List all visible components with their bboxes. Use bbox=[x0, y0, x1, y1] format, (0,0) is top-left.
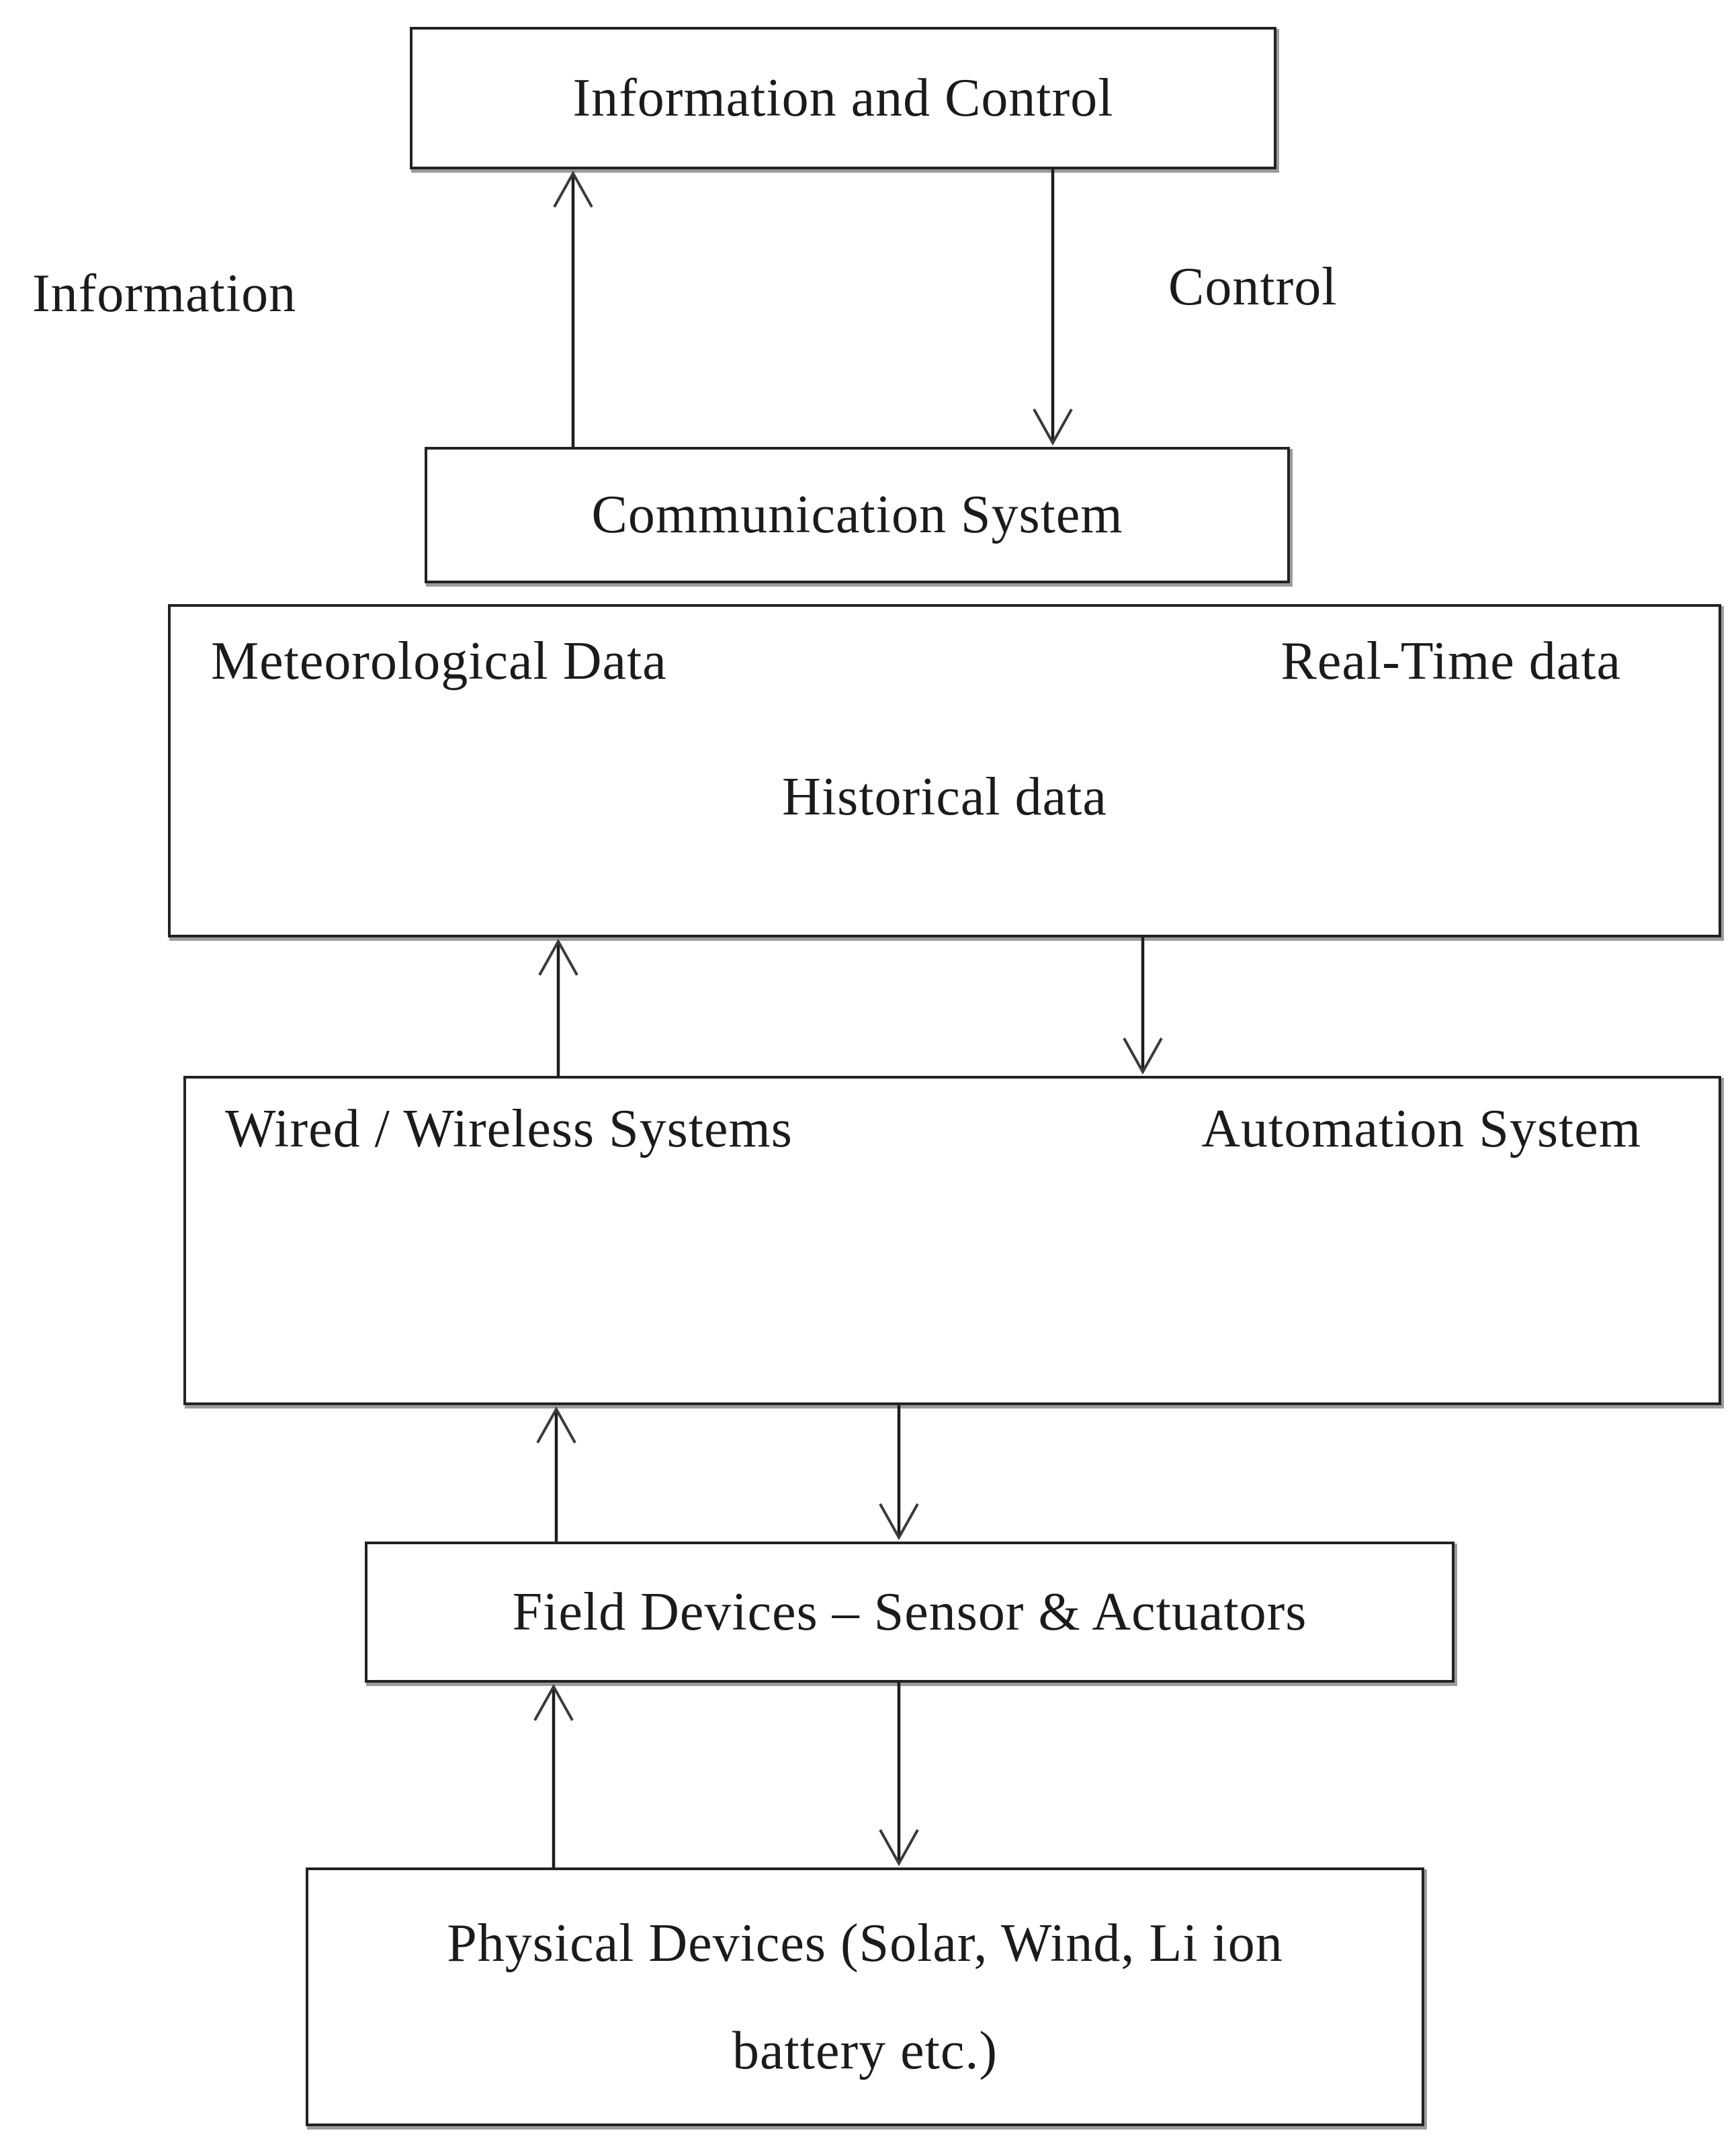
arrow-network-up bbox=[536, 1406, 576, 1542]
arrow-to-automation-down bbox=[1123, 937, 1163, 1075]
physical-devices-line1: Physical Devices (Solar, Wind, Li ion bbox=[447, 1913, 1283, 1973]
node-label-information-and-control: Information and Control bbox=[572, 68, 1114, 128]
node-network-automation-layer: Wired / Wireless Systems Automation Syst… bbox=[183, 1076, 1721, 1405]
label-historical-data: Historical data bbox=[782, 767, 1107, 827]
arrow-field-devices-up bbox=[533, 1683, 574, 1867]
arrow-information-up bbox=[553, 170, 593, 447]
node-data-layer: Meteorological Data Real-Time data Histo… bbox=[168, 604, 1721, 937]
node-label-communication-system: Communication System bbox=[591, 485, 1123, 544]
label-meteorological-data: Meteorological Data bbox=[211, 632, 667, 691]
arrow-data-up bbox=[538, 938, 578, 1076]
node-physical-devices: Physical Devices (Solar, Wind, Li ion ba… bbox=[306, 1867, 1424, 2126]
node-communication-system: Communication System bbox=[425, 447, 1290, 583]
label-real-time-data: Real-Time data bbox=[1281, 632, 1621, 691]
label-wired-wireless-systems: Wired / Wireless Systems bbox=[225, 1099, 793, 1159]
label-automation-system: Automation System bbox=[1201, 1099, 1641, 1159]
edge-label-information: Information bbox=[32, 264, 297, 323]
edge-label-control: Control bbox=[1168, 257, 1338, 317]
node-field-devices: Field Devices – Sensor & Actuators bbox=[365, 1542, 1455, 1683]
node-information-and-control: Information and Control bbox=[410, 27, 1276, 169]
arrow-to-field-devices-down bbox=[879, 1405, 919, 1541]
physical-devices-line2: battery etc.) bbox=[732, 2021, 998, 2080]
node-label-physical-devices: Physical Devices (Solar, Wind, Li ion ba… bbox=[447, 1890, 1283, 2105]
arrow-control-down bbox=[1033, 169, 1073, 446]
node-label-field-devices: Field Devices – Sensor & Actuators bbox=[512, 1582, 1307, 1642]
arrow-to-physical-devices-down bbox=[879, 1683, 919, 1867]
